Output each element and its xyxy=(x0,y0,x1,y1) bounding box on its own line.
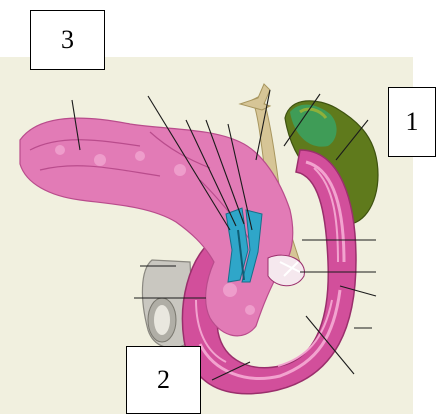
label-box-3: 3 xyxy=(30,10,105,70)
label-2-text: 2 xyxy=(157,365,170,395)
label-box-1: 1 xyxy=(388,87,436,157)
label-3-text: 3 xyxy=(61,25,74,55)
label-1-text: 1 xyxy=(406,107,419,137)
label-box-2: 2 xyxy=(126,346,201,414)
